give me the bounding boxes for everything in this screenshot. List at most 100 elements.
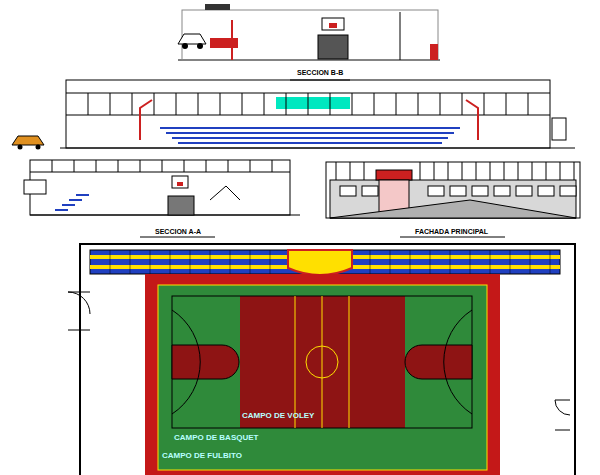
beam xyxy=(30,172,290,173)
fence-post xyxy=(574,162,575,180)
ground-line xyxy=(30,215,300,216)
fence-post xyxy=(490,162,491,180)
seat-divider xyxy=(230,250,231,274)
truss xyxy=(210,186,240,200)
bleacher-step xyxy=(166,132,454,134)
bleacher-step xyxy=(172,137,448,139)
ground-line xyxy=(60,148,575,149)
door-symbol xyxy=(555,400,570,430)
mullion xyxy=(132,93,133,115)
field-label: CAMPO DE VOLEY xyxy=(242,412,314,421)
mullion xyxy=(418,93,419,115)
seat-divider xyxy=(170,250,171,274)
mullion xyxy=(272,160,273,172)
mullion xyxy=(352,93,353,115)
seat-divider xyxy=(210,250,211,274)
mullion xyxy=(484,93,485,115)
key-area xyxy=(405,345,472,379)
mullion xyxy=(96,160,97,172)
fence-post xyxy=(434,162,435,180)
mullion xyxy=(176,93,177,115)
mullion xyxy=(506,93,507,115)
mullion xyxy=(264,93,265,115)
fence-post xyxy=(546,162,547,180)
wall-panel xyxy=(340,186,356,196)
mullion xyxy=(154,93,155,115)
fence-post xyxy=(336,162,337,180)
seat-divider xyxy=(130,250,131,274)
mullion xyxy=(396,93,397,115)
three-point-line xyxy=(444,310,472,414)
mullion xyxy=(140,160,141,172)
center-line xyxy=(322,296,323,428)
backboard xyxy=(322,18,344,30)
wall-panel xyxy=(362,186,378,196)
fence-post xyxy=(560,162,561,180)
wall-panel xyxy=(428,186,444,196)
stair-step xyxy=(69,199,82,201)
backboard xyxy=(172,176,188,188)
wall-panel xyxy=(472,186,488,196)
car-symbol xyxy=(24,180,46,194)
static-lines xyxy=(12,4,580,475)
mullion xyxy=(228,160,229,172)
mullion xyxy=(308,93,309,115)
hoop xyxy=(329,23,337,28)
fence-post xyxy=(532,162,533,180)
seat-divider xyxy=(110,250,111,274)
basket-court xyxy=(172,296,472,428)
section-frame xyxy=(66,80,550,148)
wheel xyxy=(182,43,188,49)
title-underline xyxy=(400,237,505,238)
frame xyxy=(182,10,438,60)
wall-panel xyxy=(494,186,510,196)
outer-floor xyxy=(145,274,500,475)
wall-panel xyxy=(560,186,576,196)
wall-panel xyxy=(450,186,466,196)
post xyxy=(400,12,401,60)
seat-divider xyxy=(190,250,191,274)
stair xyxy=(552,118,566,140)
mullion xyxy=(52,160,53,172)
slope xyxy=(330,200,576,218)
seat-divider xyxy=(410,250,411,274)
section-title: SECCION A-A xyxy=(155,228,201,236)
base xyxy=(168,196,194,215)
bleacher-step xyxy=(178,142,442,144)
fence-post xyxy=(504,162,505,180)
generated-lines xyxy=(52,93,576,274)
seat-divider xyxy=(470,250,471,274)
fence-post xyxy=(518,162,519,180)
fulbito-field xyxy=(158,285,487,470)
center-circle xyxy=(306,346,338,378)
mullion xyxy=(206,160,207,172)
wall-panel xyxy=(516,186,532,196)
attack-line xyxy=(349,296,350,428)
hoop-post xyxy=(140,100,152,140)
seat-divider xyxy=(270,250,271,274)
car-symbol xyxy=(12,136,44,145)
mullion xyxy=(374,93,375,115)
mullion xyxy=(250,160,251,172)
mullion xyxy=(220,93,221,115)
seat-divider xyxy=(150,250,151,274)
hoop xyxy=(177,182,183,186)
mullion xyxy=(286,93,287,115)
volley-field xyxy=(240,296,405,428)
seat-divider xyxy=(450,250,451,274)
section-frame xyxy=(30,160,290,215)
fence-post xyxy=(350,162,351,180)
entrance xyxy=(288,250,352,275)
mullion xyxy=(184,160,185,172)
seat-divider xyxy=(370,250,371,274)
wheel xyxy=(36,145,41,150)
bleacher xyxy=(90,250,560,274)
block xyxy=(430,44,438,60)
wall-panel xyxy=(538,186,554,196)
block xyxy=(210,38,238,48)
bleacher-step xyxy=(160,127,460,129)
seat-divider xyxy=(430,250,431,274)
sign-band xyxy=(276,97,350,109)
stair-step xyxy=(76,194,89,196)
